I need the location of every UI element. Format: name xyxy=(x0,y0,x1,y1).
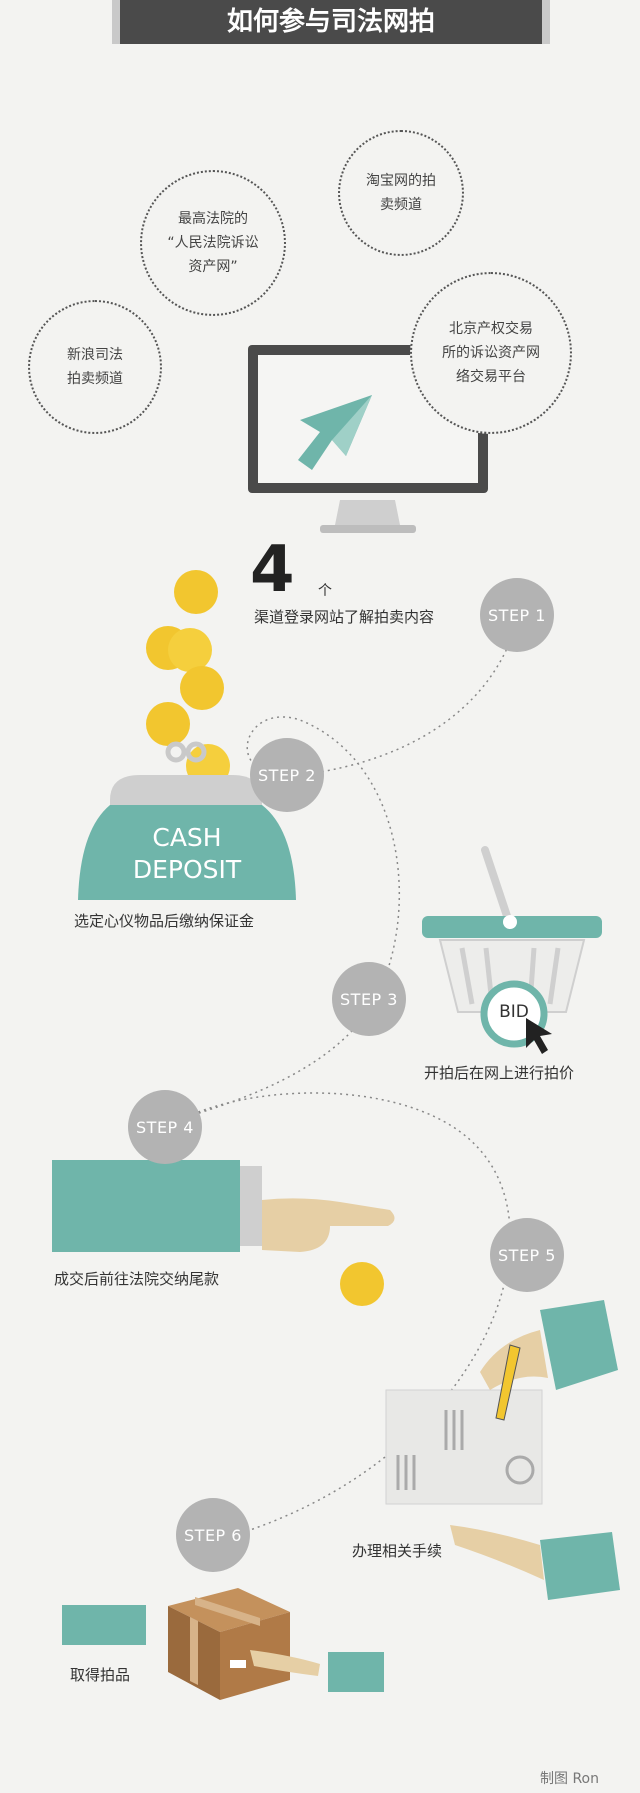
coins-icon xyxy=(146,570,230,788)
channel-circle-sina: 新浪司法 拍卖频道 xyxy=(28,300,162,434)
channel-text-line: 淘宝网的拍 xyxy=(366,173,436,189)
title-banner: 如何参与司法网拍 xyxy=(112,0,550,44)
shopping-basket-icon xyxy=(422,846,602,1054)
channel-text-line: 新浪司法 xyxy=(67,347,123,363)
step-1-text: 渠道登录网站了解拍卖内容 xyxy=(254,608,435,626)
channel-text-line: 最高法院的 xyxy=(177,211,248,227)
channel-circle-supreme-court: 最高法院的 “人民法院诉讼 资产网” xyxy=(140,170,286,316)
step-4-text: 成交后前往法院交纳尾款 xyxy=(54,1270,220,1288)
cash-deposit-purse-icon xyxy=(78,741,296,900)
cash-label: CASH xyxy=(152,823,222,852)
channel-circle-beijing: 北京产权交易 所的诉讼资产网 络交易平台 xyxy=(410,272,572,434)
channel-text-line: 卖频道 xyxy=(380,197,422,213)
step-5-text: 办理相关手续 xyxy=(352,1542,443,1560)
channel-text-line: 北京产权交易 xyxy=(449,321,533,337)
step-2-badge: STEP 2 xyxy=(250,738,324,812)
payment-hand-icon xyxy=(52,1160,395,1306)
channel-circle-taobao: 淘宝网的拍 卖频道 xyxy=(338,130,464,256)
channels-count-unit: 个 xyxy=(318,583,332,599)
step-6-badge: STEP 6 xyxy=(176,1498,250,1572)
package-box-icon xyxy=(62,1588,384,1700)
bid-label: BID xyxy=(499,1002,529,1022)
document-signing-icon xyxy=(385,1300,620,1600)
step-3-text: 开拍后在网上进行拍价 xyxy=(424,1064,575,1082)
channel-text-line: 拍卖频道 xyxy=(67,371,123,387)
step-5-badge: STEP 5 xyxy=(490,1218,564,1292)
channels-count: 4 xyxy=(250,533,295,607)
step-6-text: 取得拍品 xyxy=(70,1666,131,1684)
channel-text-line: 资产网” xyxy=(188,259,238,275)
cash-deposit-label: CASH DEPOSIT xyxy=(78,822,296,886)
channel-text-line: 所的诉讼资产网 xyxy=(442,345,540,361)
page-title: 如何参与司法网拍 xyxy=(226,7,435,37)
channel-text-line: 络交易平台 xyxy=(456,369,526,385)
step-2-text: 选定心仪物品后缴纳保证金 xyxy=(74,912,255,930)
deposit-label: DEPOSIT xyxy=(132,855,242,884)
step-1-badge: STEP 1 xyxy=(480,578,554,652)
step-3-badge: STEP 3 xyxy=(332,962,406,1036)
channel-text-line: “人民法院诉讼 xyxy=(167,235,259,251)
step-4-badge: STEP 4 xyxy=(128,1090,202,1164)
credit-text: 制图 Ron xyxy=(540,1771,599,1787)
